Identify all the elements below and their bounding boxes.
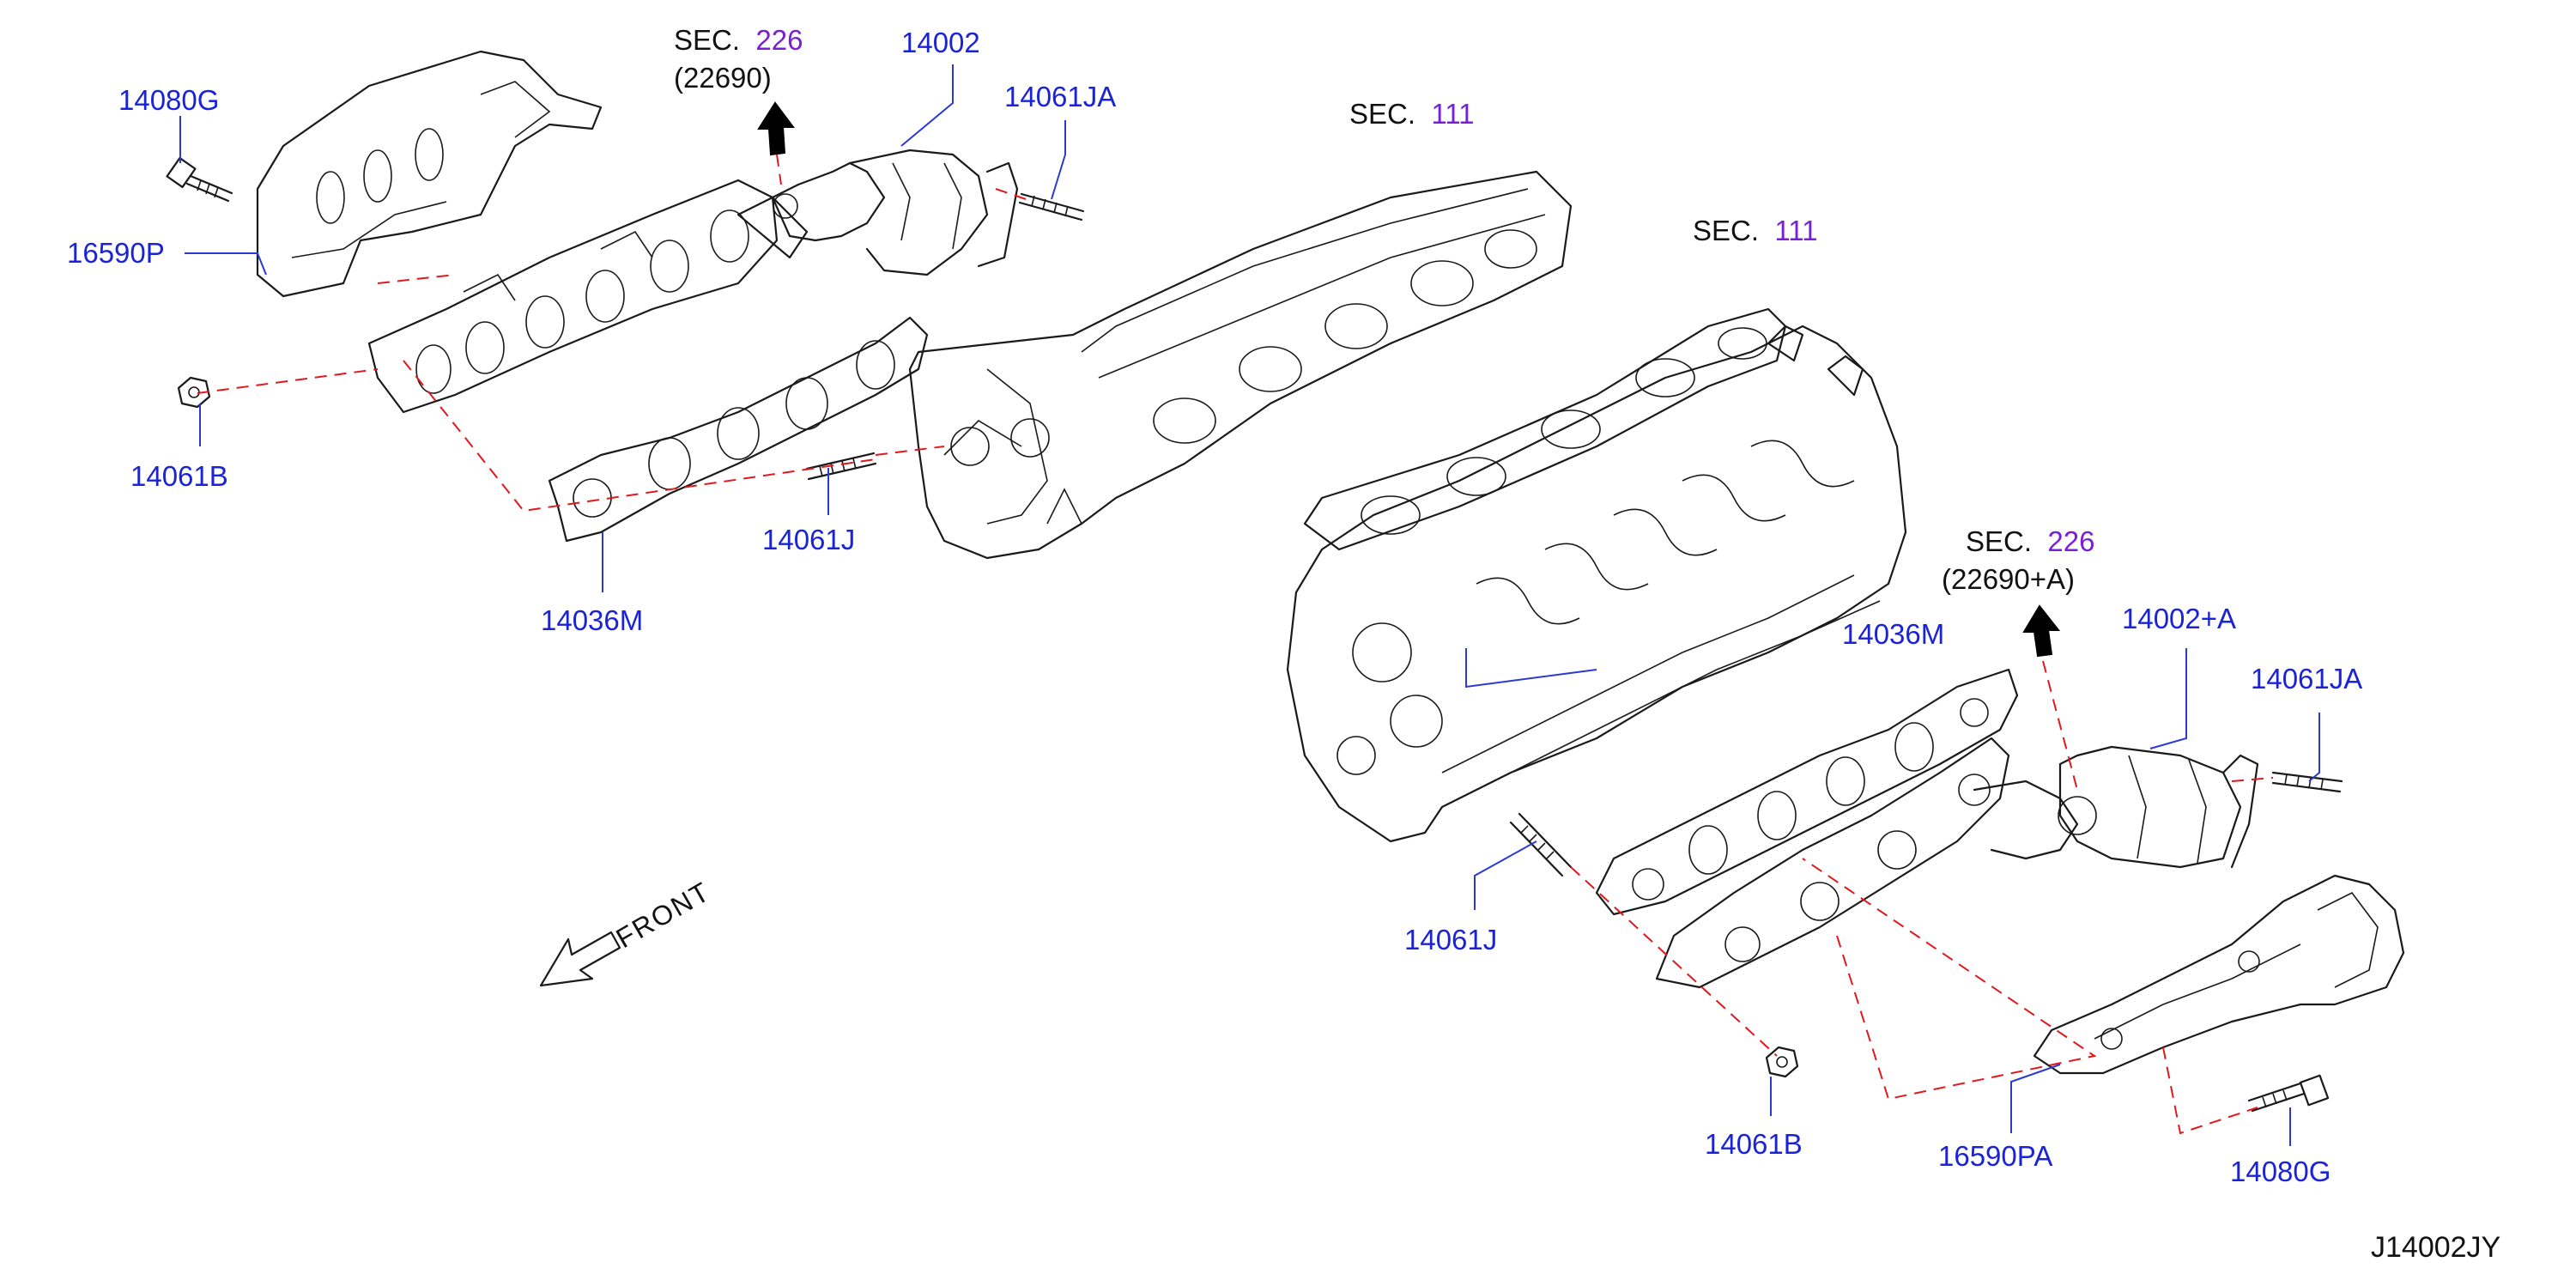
callout-16590P[interactable]: 16590P: [67, 237, 165, 269]
bolt-14080G-right[interactable]: [2247, 1074, 2330, 1113]
callout-14061JA-left[interactable]: 14061JA: [1004, 81, 1117, 112]
stud-14061J-right[interactable]: [1509, 812, 1573, 877]
section-number[interactable]: 226: [755, 24, 803, 56]
nut-14061B-right[interactable]: [1765, 1046, 1799, 1078]
callout-14036M-right[interactable]: 14036M: [1842, 618, 1945, 650]
section-prefix: SEC.: [1966, 525, 2033, 557]
exhaust-manifold-left[interactable]: [367, 179, 809, 414]
stud-14061J-left[interactable]: [805, 452, 877, 481]
stud-14061JA-right[interactable]: [2271, 771, 2343, 793]
section-number[interactable]: 111: [1431, 98, 1475, 130]
section-sub-22690: (22690): [674, 62, 772, 94]
callout-14061JA-right[interactable]: 14061JA: [2251, 663, 2363, 695]
cylinder-head-right[interactable]: [1286, 307, 1907, 843]
callout-16590PA[interactable]: 16590PA: [1938, 1140, 2053, 1172]
callout-14002[interactable]: 14002: [901, 27, 980, 58]
gasket-left[interactable]: [548, 316, 929, 543]
exhaust-manifold-right[interactable]: [1655, 737, 2079, 989]
catalytic-converter-right[interactable]: [2058, 745, 2259, 869]
section-sub-22690A: (22690+A): [1942, 563, 2076, 595]
arrow-sec-226-left: [757, 101, 795, 156]
callout-14061B-left[interactable]: 14061B: [130, 460, 228, 492]
callout-14061J-right[interactable]: 14061J: [1404, 924, 1498, 956]
gasket-right[interactable]: [1595, 668, 2019, 916]
section-ref-111-upper: SEC. 111: [1349, 100, 1475, 128]
diagram-id: J14002JY: [2371, 1231, 2501, 1264]
callout-14080G-left[interactable]: 14080G: [118, 84, 220, 116]
section-number[interactable]: 111: [1774, 215, 1818, 246]
arrow-sec-226-right: [2022, 604, 2061, 658]
heat-insulator-left[interactable]: [256, 50, 603, 298]
cylinder-head-left[interactable]: [908, 170, 1573, 560]
callout-14061B-right[interactable]: 14061B: [1705, 1128, 1803, 1160]
callout-14036M-left[interactable]: 14036M: [541, 604, 644, 636]
section-prefix: SEC.: [1693, 215, 1760, 246]
alignment-guides: [197, 154, 2274, 1135]
section-ref-111-lower: SEC. 111: [1693, 216, 1818, 245]
leader-lines: [179, 64, 2320, 1146]
stud-14061JA-left[interactable]: [1018, 192, 1085, 221]
heat-insulator-right[interactable]: [2033, 874, 2405, 1075]
section-ref-226-left: SEC. 226: [674, 26, 803, 54]
section-ref-226-right: SEC. 226: [1966, 527, 2094, 555]
callout-14061J-left[interactable]: 14061J: [762, 524, 856, 555]
callout-14080G-right[interactable]: 14080G: [2230, 1156, 2331, 1187]
section-number[interactable]: 226: [2047, 525, 2095, 557]
catalytic-converter-left[interactable]: [771, 149, 1019, 276]
front-direction-arrow: [539, 931, 621, 987]
section-prefix: SEC.: [674, 24, 741, 56]
callout-14002A[interactable]: 14002+A: [2122, 603, 2237, 634]
section-prefix: SEC.: [1349, 98, 1416, 130]
bolt-14080G-left[interactable]: [166, 156, 233, 203]
